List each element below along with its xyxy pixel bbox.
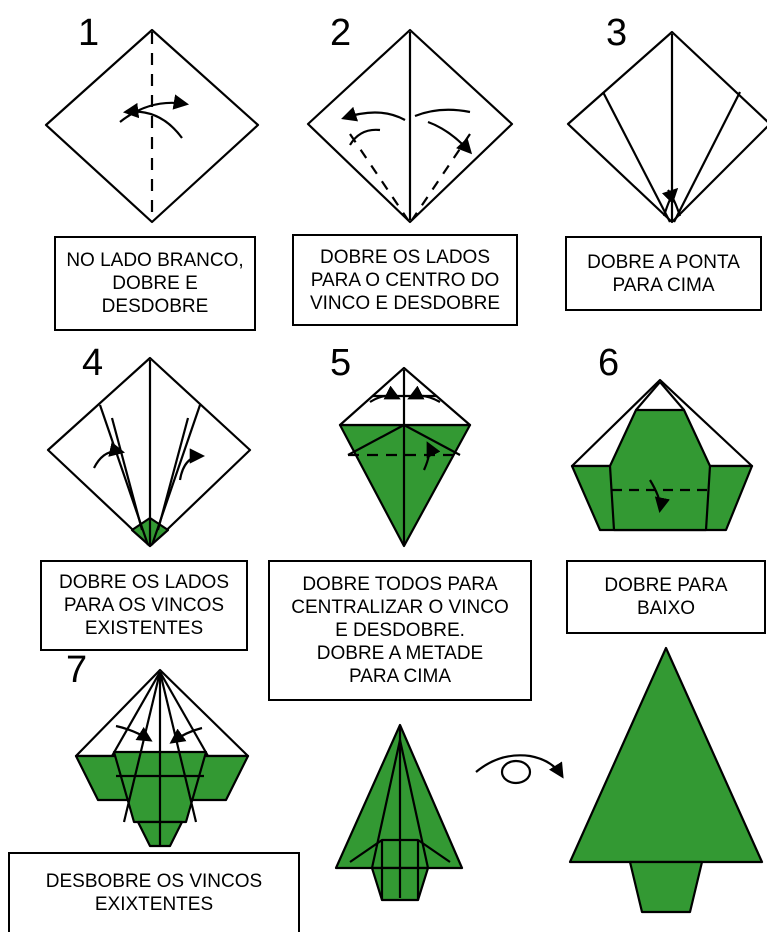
caption-step-5-line-2: CENTRALIZAR O VINCO xyxy=(291,596,508,619)
step-8-figure xyxy=(336,725,462,900)
caption-step-1-line-3: DESDOBRE xyxy=(102,295,209,318)
caption-step-2-line-2: PARA O CENTRO DO xyxy=(311,269,500,292)
caption-step-4: DOBRE OS LADOS PARA OS VINCOS EXISTENTES xyxy=(40,560,248,651)
step-number-6: 6 xyxy=(598,342,619,384)
caption-step-5-line-3: E DESDOBRE. xyxy=(335,619,465,642)
caption-step-3-line-2: PARA CIMA xyxy=(612,274,714,297)
step-number-5: 5 xyxy=(330,342,351,384)
step-number-7: 7 xyxy=(66,649,87,691)
flip-over-icon xyxy=(476,755,562,783)
caption-step-3-line-1: DOBRE A PONTA xyxy=(587,251,740,274)
step-4-figure xyxy=(48,358,250,546)
step-5-figure xyxy=(340,368,470,546)
caption-step-1-line-1: NO LADO BRANCO, xyxy=(66,249,243,272)
step-7-figure xyxy=(76,670,248,846)
step-number-2: 2 xyxy=(330,12,351,54)
caption-step-5-line-1: DOBRE TODOS PARA xyxy=(302,573,497,596)
caption-step-5-line-4: DOBRE A METADE xyxy=(317,642,483,665)
caption-step-2-line-3: VINCO E DESDOBRE xyxy=(310,292,500,315)
caption-step-3: DOBRE A PONTA PARA CIMA xyxy=(565,236,762,311)
step-3-figure xyxy=(568,32,767,222)
step-number-4: 4 xyxy=(82,342,103,384)
final-tree-figure xyxy=(570,648,762,912)
step-number-1: 1 xyxy=(78,12,99,54)
step-1-figure xyxy=(46,30,258,222)
caption-step-2-line-1: DOBRE OS LADOS xyxy=(320,246,490,269)
caption-step-2: DOBRE OS LADOS PARA O CENTRO DO VINCO E … xyxy=(292,234,518,326)
caption-step-5: DOBRE TODOS PARA CENTRALIZAR O VINCO E D… xyxy=(268,560,532,701)
caption-step-4-line-1: DOBRE OS LADOS xyxy=(59,571,229,594)
caption-step-7-line-1: DESBOBRE OS VINCOS xyxy=(46,870,262,893)
step-2-figure xyxy=(308,30,512,222)
caption-step-7: DESBOBRE OS VINCOS EXIXTENTES xyxy=(8,852,300,932)
caption-step-4-line-3: EXISTENTES xyxy=(85,617,203,640)
caption-step-5-line-5: PARA CIMA xyxy=(349,665,451,688)
step-6-figure xyxy=(572,380,752,530)
caption-step-1: NO LADO BRANCO, DOBRE E DESDOBRE xyxy=(54,236,256,331)
caption-step-1-line-2: DOBRE E xyxy=(112,272,198,295)
caption-step-6-line-1: DOBRE PARA xyxy=(604,574,727,597)
caption-step-4-line-2: PARA OS VINCOS xyxy=(64,594,224,617)
caption-step-6: DOBRE PARA BAIXO xyxy=(566,560,766,634)
step-number-3: 3 xyxy=(606,12,627,54)
caption-step-7-line-2: EXIXTENTES xyxy=(95,893,213,916)
caption-step-6-line-2: BAIXO xyxy=(637,597,695,620)
